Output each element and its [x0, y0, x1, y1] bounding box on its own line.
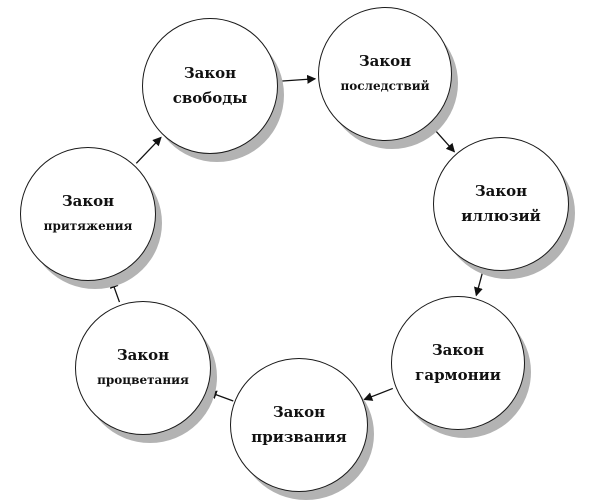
node-title: Закон — [61, 192, 115, 210]
node-subtitle: призвания — [251, 428, 347, 446]
node-subtitle: последствий — [340, 79, 430, 93]
node-title: Закон — [358, 52, 412, 70]
node-subtitle: процветания — [97, 373, 189, 387]
node-law-of-freedom: Закон свободы — [142, 18, 278, 154]
arrow-harmony-to-calling — [363, 387, 394, 401]
node-title: Закон — [474, 182, 528, 200]
node-title: Закон — [116, 346, 170, 364]
arrow-consequences-to-illusions — [431, 125, 456, 153]
node-subtitle: притяжения — [43, 219, 133, 233]
node-law-of-attraction: Закон притяжения — [20, 147, 156, 281]
node-title: Закон — [272, 403, 326, 421]
arrow-freedom-to-consequences — [280, 74, 317, 84]
node-title: Закон — [431, 341, 485, 359]
arrow-calling-to-prosperity — [207, 390, 234, 402]
node-law-of-prosperity: Закон процветания — [75, 301, 211, 435]
node-law-of-calling: Закон призвания — [230, 358, 368, 492]
node-subtitle: гармонии — [415, 366, 501, 384]
node-law-of-illusions: Закон иллюзий — [433, 137, 569, 271]
node-subtitle: иллюзий — [461, 207, 541, 225]
node-law-of-harmony: Закон гармонии — [391, 296, 525, 430]
node-law-of-consequences: Закон последствий — [318, 7, 452, 141]
node-subtitle: свободы — [172, 89, 248, 107]
arrow-prosperity-to-attraction — [109, 278, 121, 303]
node-title: Закон — [183, 64, 237, 82]
arrow-attraction-to-freedom — [135, 136, 162, 164]
arrow-illusions-to-harmony — [474, 271, 484, 297]
